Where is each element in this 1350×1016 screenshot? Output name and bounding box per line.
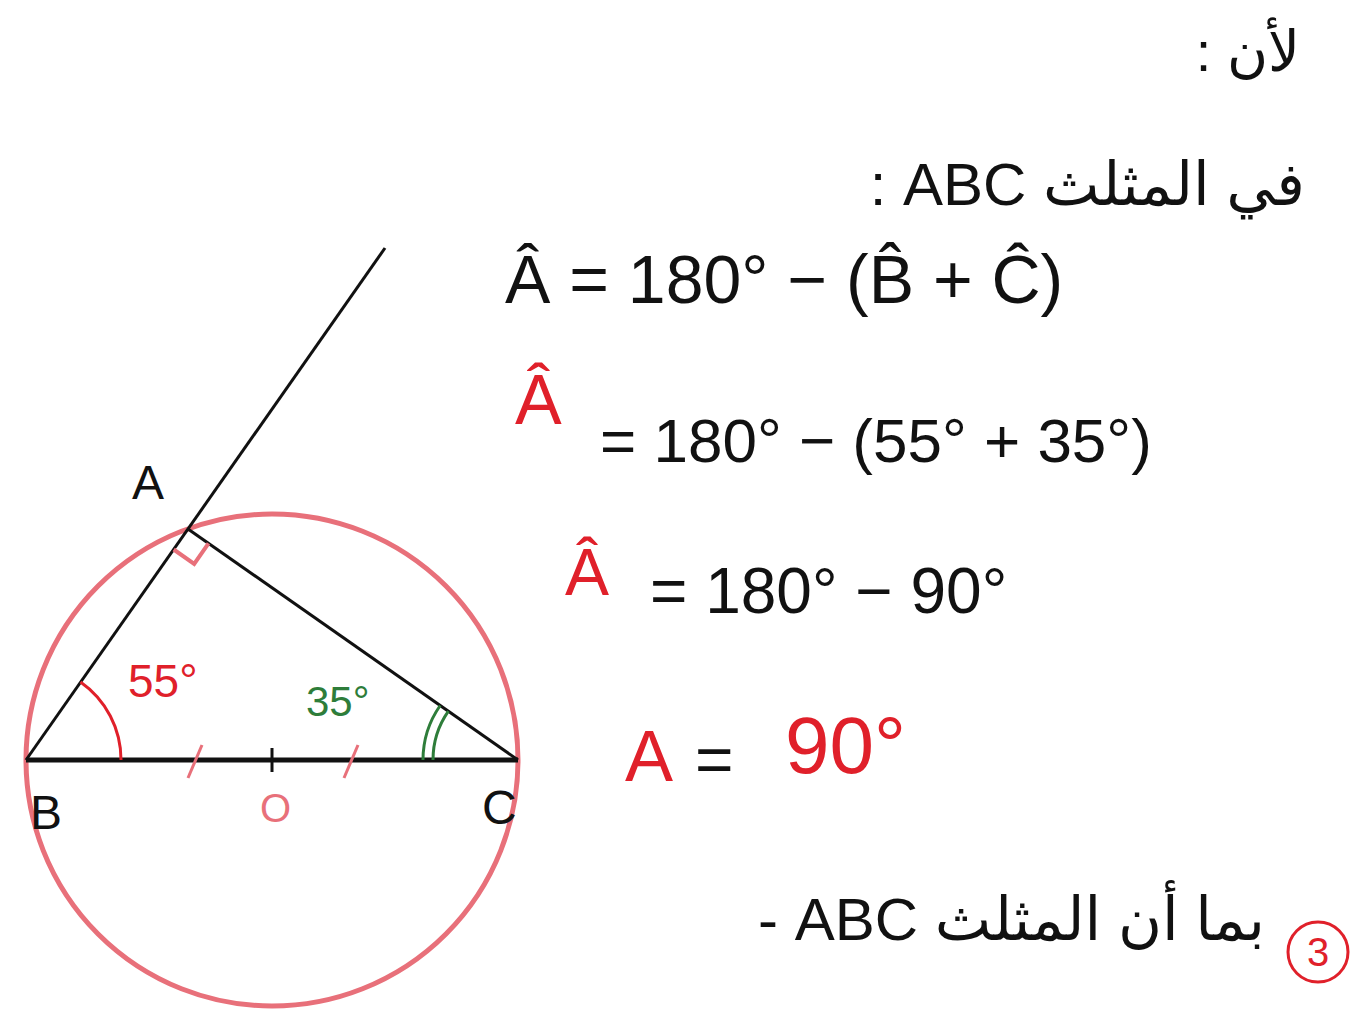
point-label: B: [30, 785, 62, 840]
equation-text: Â: [565, 535, 609, 611]
point-label: C: [482, 780, 517, 835]
angle-arc-b: [81, 682, 122, 760]
equal-tick: [344, 745, 358, 778]
note-text: في المثلث ABC :: [870, 150, 1305, 219]
point-label: A: [132, 455, 164, 510]
ray-ba: [26, 248, 385, 760]
equation-text: = 180° − 90°: [650, 555, 1007, 629]
angle-arc-c: [423, 706, 440, 761]
number-circle: [1288, 922, 1348, 982]
circumscribed-circle: [26, 514, 518, 1006]
angle-label: 55°: [128, 655, 198, 708]
note-text: بما أن المثلث ABC -: [758, 885, 1265, 954]
equation-text: Â: [515, 360, 562, 441]
equation-text: =: [695, 722, 734, 798]
equation-text: A: [625, 715, 673, 798]
angle-arc-c: [433, 711, 448, 760]
equation-text: = 180° − (55° + 35°): [600, 405, 1152, 476]
equation-text: 90°: [785, 700, 906, 792]
callout-number: 3: [1307, 929, 1329, 975]
right-angle-mark: [174, 543, 209, 564]
equal-tick: [188, 745, 202, 778]
point-label: O: [260, 785, 291, 831]
segment-ac: [188, 529, 518, 760]
midpoint-tick: [271, 748, 274, 772]
note-text: لأن :: [1196, 20, 1300, 84]
angle-label: 35°: [306, 678, 370, 726]
equation-text: Â = 180° − (B̂ + Ĉ): [505, 240, 1063, 318]
